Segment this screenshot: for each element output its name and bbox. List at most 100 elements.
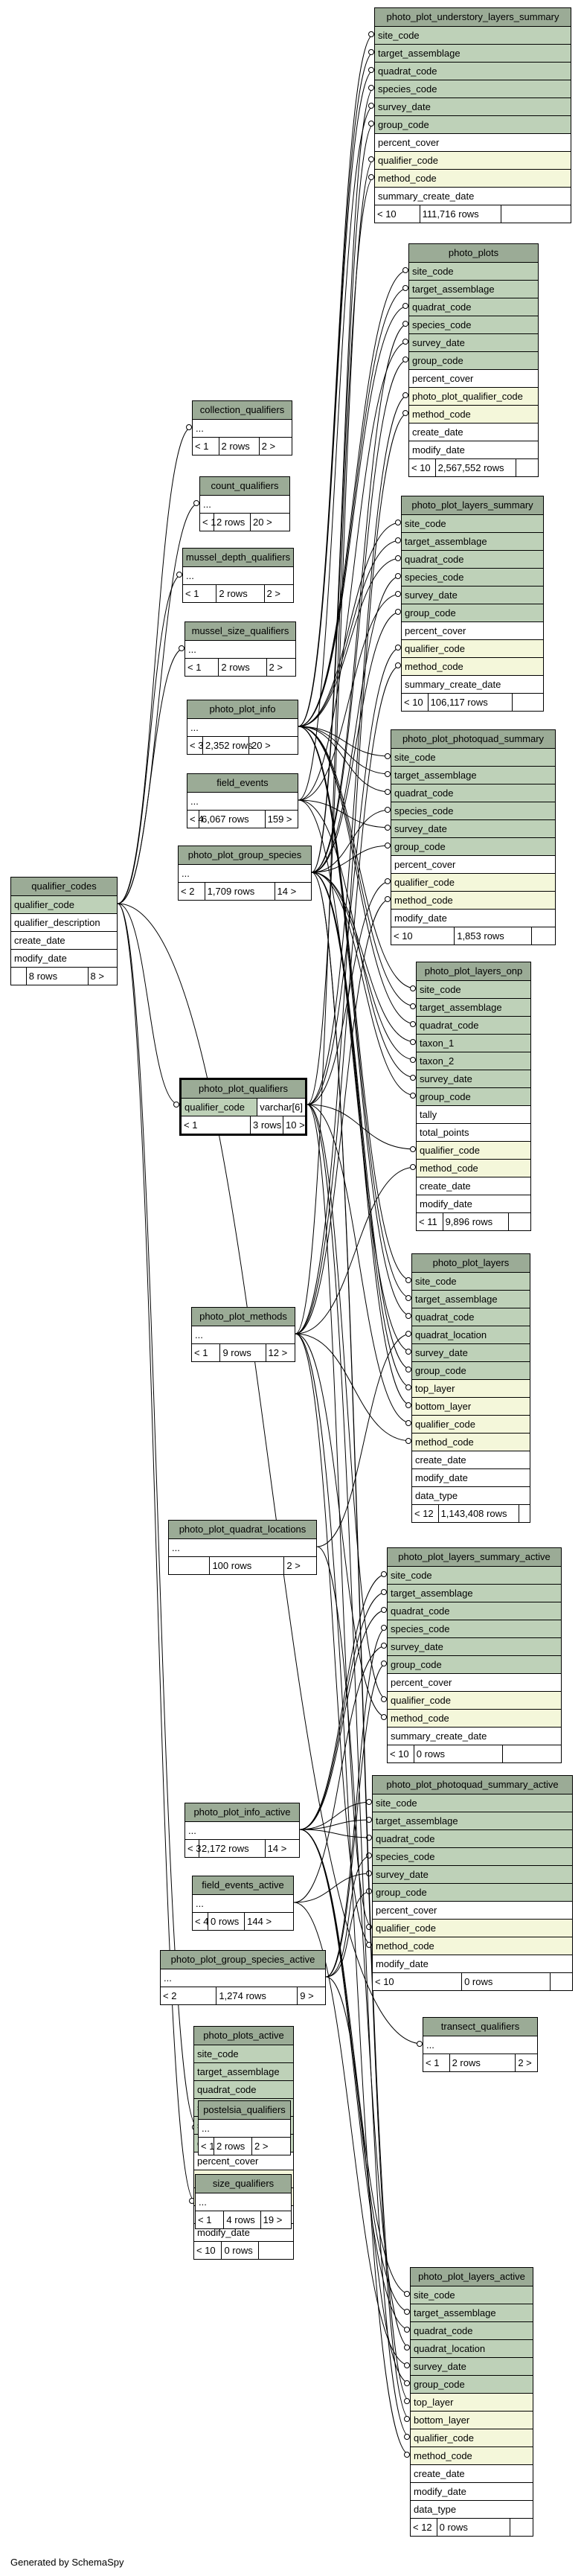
table-title[interactable]: field_events_active [193,1876,293,1894]
column-name: species_code [412,319,472,330]
column-name: species_code [376,1851,435,1862]
column-name: quadrat_code [391,1605,450,1617]
table-title[interactable]: collection_qualifiers [193,401,292,419]
relationship-line [298,799,412,1352]
collapsed-columns: ... [161,1969,325,1987]
column-modify-date: modify_date [391,909,555,927]
parents-count: < 4 [190,814,204,825]
column-name: qualifier_description [14,917,100,928]
table-title[interactable]: mussel_size_qualifiers [185,622,295,640]
column-name: target_assemblage [394,770,477,781]
relationship-line [295,1333,412,1442]
relationship-end [381,1696,387,1702]
table-title[interactable]: postelsia_qualifiers [199,2101,290,2119]
relationship-line [311,845,391,873]
column-name: survey_date [412,337,465,348]
table-title[interactable]: photo_plot_layers [412,1254,530,1272]
table-title[interactable]: qualifier_codes [11,878,117,895]
table-title[interactable]: photo_plot_quadrat_locations [169,1521,316,1538]
column-quadrat-location: quadrat_location [412,1326,530,1343]
table-title[interactable]: photo_plot_info_active [185,1803,299,1821]
table-title[interactable]: mussel_depth_qualifiers [183,549,293,566]
relationship-end [405,1420,411,1426]
table-title[interactable]: photo_plot_layers_active [411,2268,533,2286]
table-title[interactable]: photo_plot_layers_summary_active [388,1548,561,1566]
table-title[interactable]: photo_plot_info [187,700,298,718]
relationship-line [311,872,412,1370]
relationship-end [404,2362,410,2368]
relationship-end [385,789,391,795]
table-title[interactable]: photo_plot_understory_layers_summary [375,8,571,26]
table-title[interactable]: photo_plot_methods [192,1308,295,1326]
relationship-end [405,1295,411,1301]
parents-count: < 1 [185,588,199,599]
table-title[interactable]: transect_qualifiers [423,2018,537,2036]
table-title[interactable]: photo_plot_group_species [179,846,311,864]
parents-count: < 1 [201,2141,215,2152]
column-name: percent_cover [405,625,466,636]
table-title[interactable]: photo_plot_photoquad_summary_active [373,1776,572,1794]
table-title[interactable]: photo_plot_group_species_active [161,1951,325,1969]
table-title[interactable]: size_qualifiers [196,2175,291,2193]
relationship-line [298,269,409,727]
collapsed-columns: ... [183,566,293,584]
table-title[interactable]: photo_plot_layers_summary [402,496,543,514]
relationship-end [402,410,408,416]
column-name: target_assemblage [376,1815,458,1826]
column-name: ... [426,2039,434,2051]
column-group-code: group_code [388,1655,561,1673]
relationship-line [316,1546,411,2348]
children-count [501,1745,561,1762]
column-group-code: group_code [373,1883,572,1901]
column-name: modify_date [197,2227,250,2238]
column-name: modify_date [414,2486,466,2497]
relationship-end [385,807,391,813]
column-name: method_code [376,1940,434,1952]
table-title[interactable]: photo_plots_active [194,2027,293,2045]
table-title[interactable]: photo_plot_layers_onp [417,962,530,980]
relationship-line [295,412,409,1335]
column-name: group_code [405,607,456,619]
table-title[interactable]: field_events [187,774,298,792]
table-title[interactable]: photo_plots [409,244,538,262]
parents-count: < 3 [187,1843,202,1854]
table-title[interactable]: count_qualifiers [200,477,289,495]
column-name: tally [420,1109,437,1120]
table-title[interactable]: photo_plot_qualifiers [182,1080,305,1098]
relationship-end [385,753,391,759]
column-qualifier-code: qualifier_code [11,895,117,913]
table-title[interactable]: photo_plot_photoquad_summary [391,730,555,748]
parents-count: < 1 [195,441,209,452]
relationship-end [395,520,401,525]
